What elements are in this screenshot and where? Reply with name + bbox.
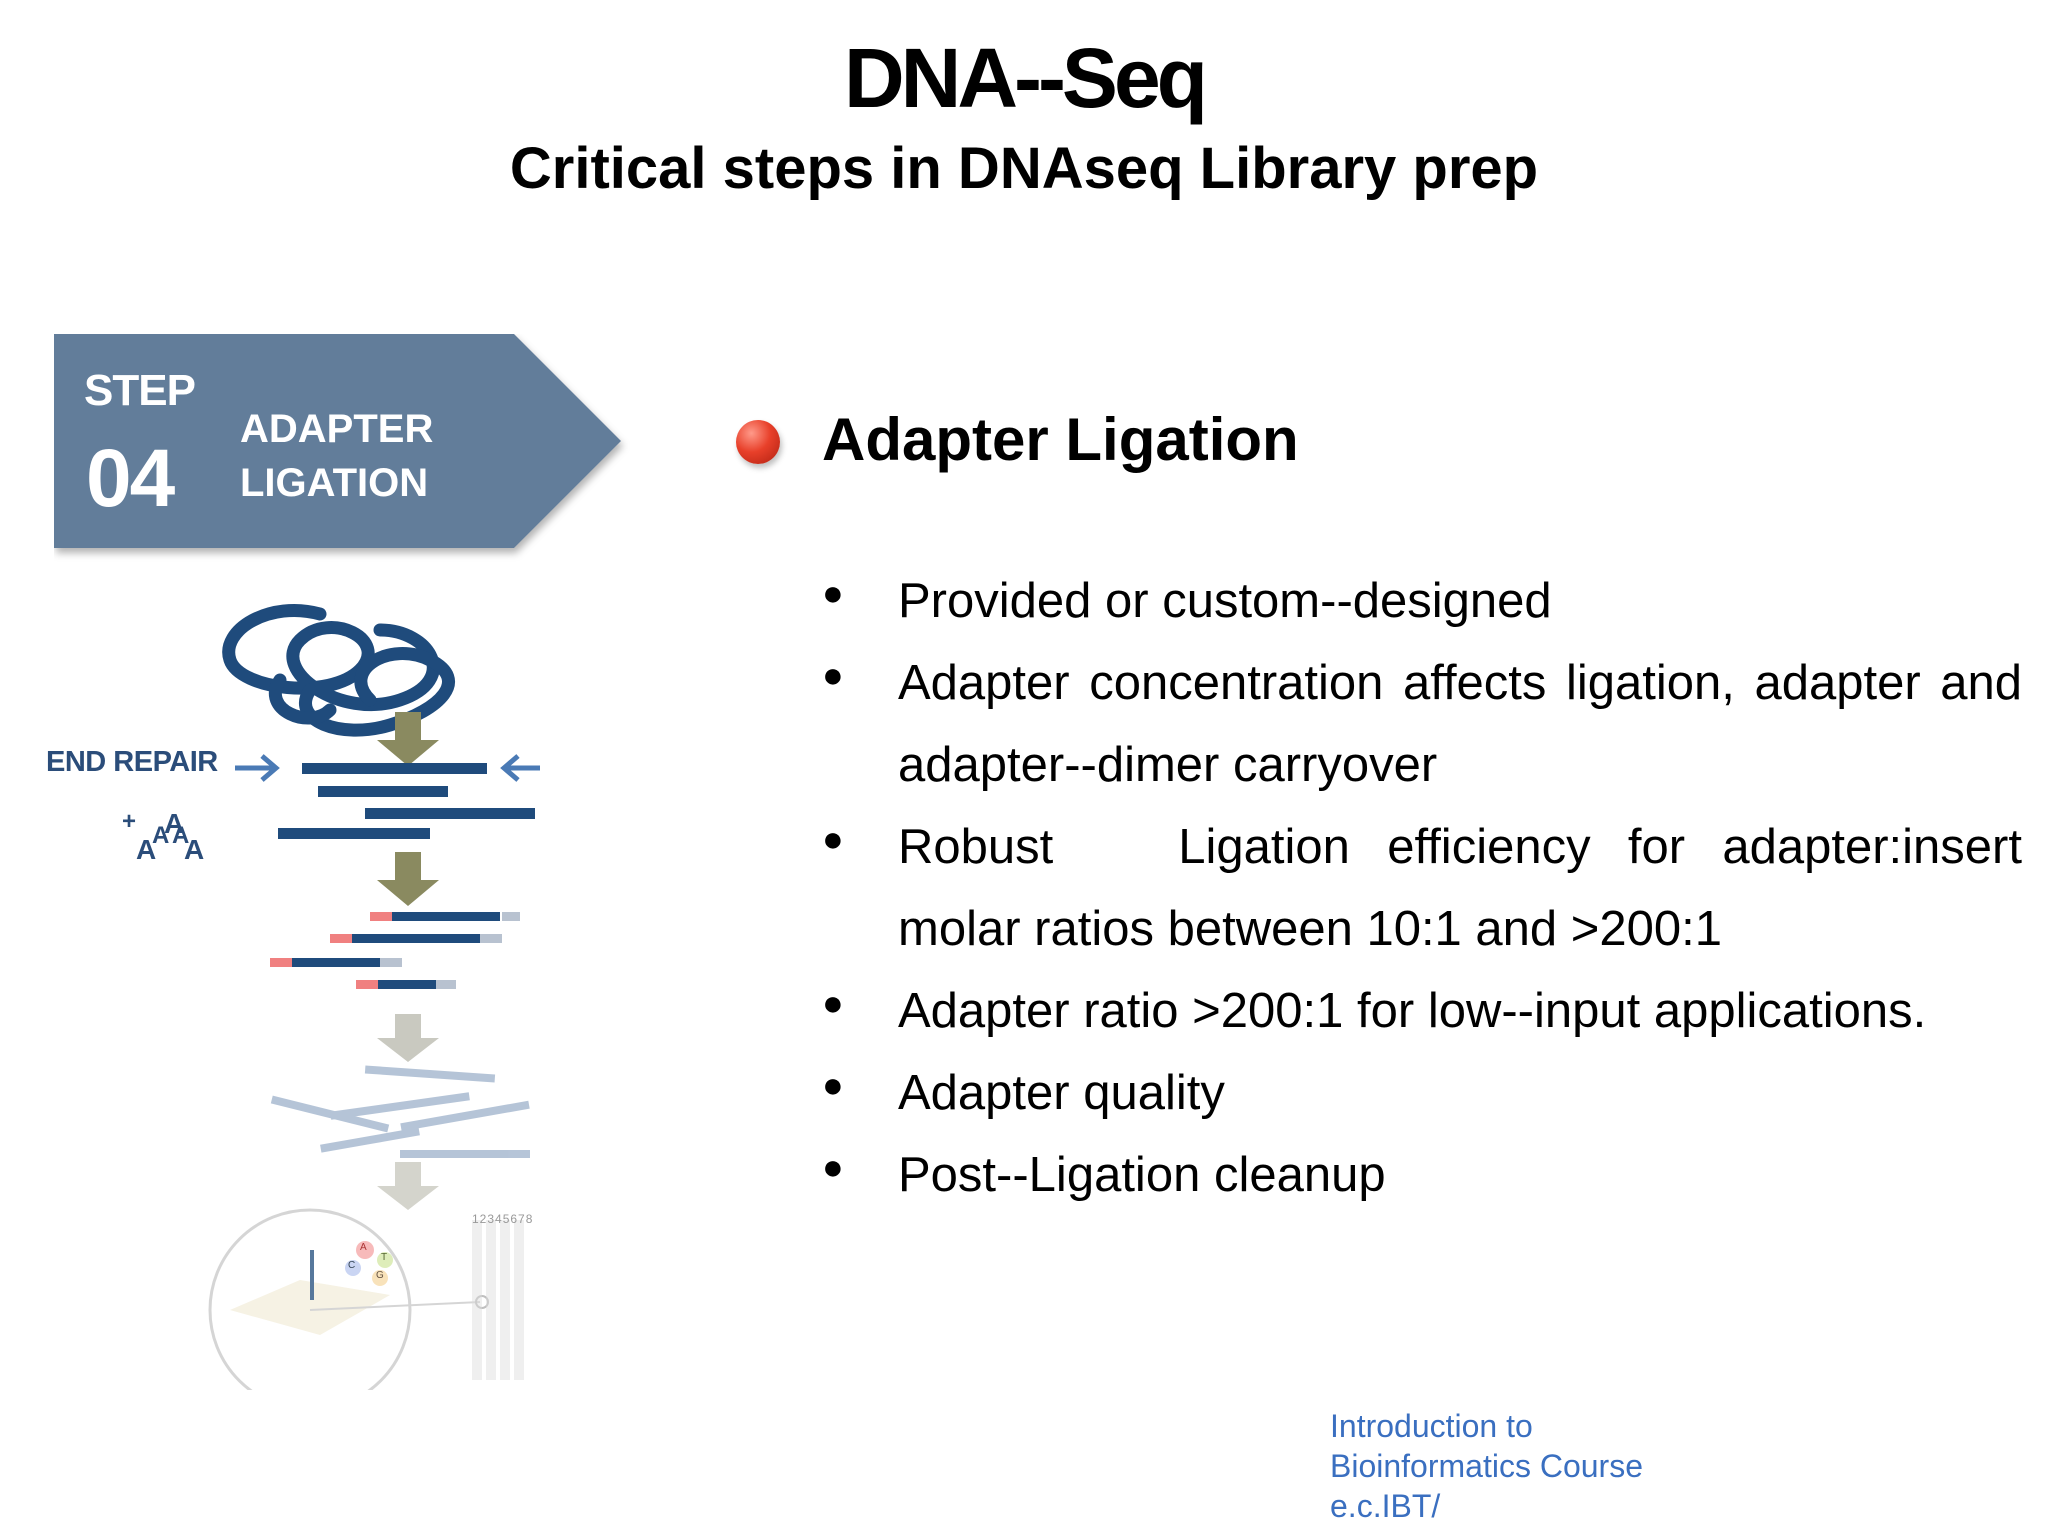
list-item: ● Adapter concentration affects ligation… <box>822 642 2022 806</box>
list-item-text: Adapter concentration affects ligation, … <box>898 656 2022 792</box>
section-heading: Adapter Ligation <box>822 406 1299 473</box>
slide-subtitle: Critical steps in DNAseq Library prep <box>509 136 1539 201</box>
list-item: ● Post-­‐Ligation cleanup <box>822 1134 2022 1216</box>
tangled-dna-icon <box>222 603 455 737</box>
list-item-text: Adapter quality <box>898 1066 1225 1120</box>
list-item-text: Post-­‐Ligation cleanup <box>898 1148 1386 1202</box>
flow-cell-magnifier-icon <box>208 1208 489 1390</box>
bullet-dot-icon: ● <box>822 818 844 859</box>
list-item: ● Adapter quality <box>822 1052 2022 1134</box>
list-item: ● Provided or custom-­‐designed <box>822 560 2022 642</box>
step-banner-shape <box>54 334 621 548</box>
a-letter: A <box>184 834 205 865</box>
list-item-text: Provided or custom-­‐designed <box>898 574 1552 628</box>
ruler-digits: 12345678 <box>472 1212 534 1226</box>
bullet-list: ● Provided or custom-­‐designed ● Adapte… <box>822 560 2022 1216</box>
bullet-dot-icon: ● <box>822 572 844 613</box>
bullet-dot-icon: ● <box>822 1146 844 1187</box>
step-label: STEP <box>84 366 196 415</box>
process-arrow-icon <box>377 712 439 766</box>
base-letter: C <box>348 1260 356 1271</box>
step-number: 04 <box>86 433 175 524</box>
bullet-dot-icon: ● <box>822 1064 844 1105</box>
bullet-dot-icon: ● <box>822 654 844 695</box>
plus-label: + <box>122 808 137 835</box>
slide-title: DNA-­‐Seq <box>844 31 1208 125</box>
bullet-dot-icon: ● <box>822 982 844 1023</box>
footer-line-3: e.c.IBT/ <box>1330 1488 1441 1524</box>
adapter-ligated-fragments <box>270 912 520 989</box>
end-repair-arrow-icon <box>235 754 540 782</box>
process-arrow-icon <box>377 1162 439 1210</box>
step-title-line-1: ADAPTER <box>240 407 434 451</box>
step-title: ADAPTER LIGATION <box>240 402 433 510</box>
process-arrow-icon <box>377 852 439 906</box>
dna-fragments <box>278 763 535 839</box>
footer-note: Introduction to Bioinformatics Course e.… <box>1330 1406 1643 1526</box>
a-letter: A <box>164 808 185 839</box>
a-letter: A <box>152 822 170 849</box>
base-letter: A <box>360 1242 367 1253</box>
library-prep-diagram: END REPAIR + A A A A A 12345678 A C G T <box>40 590 600 1390</box>
amplified-fragments <box>270 1065 530 1158</box>
diagram-graphic <box>208 603 540 1390</box>
step-title-line-2: LIGATION <box>240 461 429 505</box>
step-banner: STEP 04 ADAPTER LIGATION <box>54 334 624 548</box>
base-letter: G <box>376 1270 384 1281</box>
list-item-text-robust: Robust <box>898 820 1054 874</box>
footer-line-2: Bioinformatics Course <box>1330 1448 1643 1484</box>
footer-line-1: Introduction to <box>1330 1408 1533 1444</box>
process-arrow-icon <box>377 1014 439 1062</box>
list-item-text: Ligation efficiency for adapter:insert m… <box>898 820 2022 956</box>
red-bullet-icon <box>736 420 780 464</box>
a-letter: A <box>136 834 157 865</box>
end-repair-label: END REPAIR <box>46 746 218 778</box>
sequencing-lanes <box>472 1220 524 1380</box>
a-letter: A <box>172 822 190 849</box>
base-letter: T <box>381 1252 388 1263</box>
list-item: ● Adapter ratio >200:1 for low-­‐input a… <box>822 970 2022 1052</box>
list-item-text: Adapter ratio >200:1 for low-­‐input app… <box>898 984 1927 1038</box>
